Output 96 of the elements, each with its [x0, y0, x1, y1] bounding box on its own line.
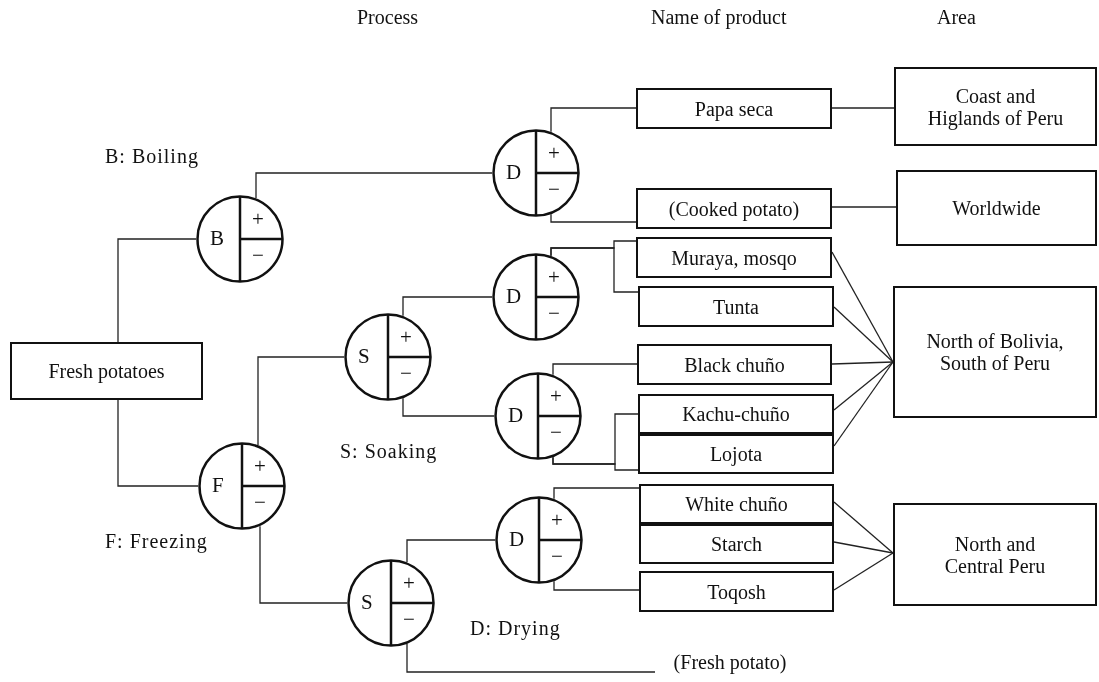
product-box — [638, 394, 834, 434]
connector-line — [117, 399, 199, 487]
column-heading: Process — [357, 6, 419, 29]
area-box — [893, 286, 1097, 418]
minus-sign: − — [403, 609, 415, 630]
plus-sign: + — [550, 386, 562, 407]
product-box — [636, 188, 832, 229]
process-circle — [495, 496, 583, 584]
column-heading: Area — [937, 6, 976, 29]
connector-line — [117, 238, 197, 343]
minus-sign: − — [550, 422, 562, 443]
connector-line — [833, 361, 894, 447]
connector-line — [257, 356, 345, 446]
connector-line — [831, 107, 895, 109]
product-box — [636, 88, 832, 129]
minus-sign: − — [548, 179, 560, 200]
minus-sign: − — [254, 492, 266, 513]
process-key: D: Drying — [470, 617, 561, 640]
minus-sign: − — [252, 245, 264, 266]
column-heading: Name of product — [651, 6, 787, 29]
process-circle — [492, 253, 580, 341]
node-text: Tunta — [713, 295, 759, 318]
process-key: B: Boiling — [105, 145, 199, 168]
plus-sign: + — [254, 456, 266, 477]
product-box — [639, 571, 834, 612]
connector-line — [831, 251, 894, 363]
process-key: S: Soaking — [340, 440, 438, 463]
connector-line — [833, 501, 894, 554]
process-letter: D — [506, 162, 522, 183]
plus-sign: + — [403, 573, 415, 594]
connector-line — [833, 306, 894, 363]
node-text: Worldwide — [952, 197, 1041, 219]
node-text: North and Central Peru — [943, 532, 1047, 577]
connector-line — [406, 539, 496, 563]
node-text: North of Bolivia, South of Peru — [925, 330, 1065, 374]
product-box — [638, 286, 834, 327]
node-text: (Fresh potato) — [673, 651, 787, 673]
node-text: (Cooked potato) — [668, 197, 800, 220]
plus-sign: + — [400, 327, 412, 348]
connector-line — [550, 247, 639, 293]
process-letter: F — [212, 475, 224, 496]
plus-sign: + — [548, 267, 560, 288]
connector-line — [402, 397, 495, 417]
node-text: White chuño — [685, 493, 788, 515]
node-text: Starch — [710, 533, 763, 555]
connector-line — [833, 541, 894, 554]
plus-sign: + — [551, 510, 563, 531]
node-text: Lojota — [709, 443, 763, 465]
node-text: Black chuño — [684, 353, 785, 376]
product-box — [638, 434, 834, 474]
process-letter: B — [210, 228, 224, 249]
connector-line — [553, 580, 640, 591]
connector-line — [831, 361, 894, 365]
node-text: Fresh potatoes — [48, 360, 165, 382]
area-box — [894, 67, 1097, 146]
node-text: Toqosh — [707, 580, 766, 603]
connector-line — [833, 361, 894, 411]
connector-line — [831, 206, 897, 208]
connector-line — [553, 487, 640, 500]
connector-line — [550, 213, 637, 223]
node-text: Papa seca — [694, 97, 774, 120]
node-text: Coast and Higlands of Peru — [926, 84, 1065, 129]
connector-line — [259, 525, 348, 604]
connector-line — [552, 456, 639, 471]
minus-sign: − — [551, 546, 563, 567]
minus-sign: − — [548, 303, 560, 324]
area-box — [896, 170, 1097, 246]
process-letter: D — [508, 405, 524, 426]
process-circle — [344, 313, 432, 401]
process-letter: D — [506, 286, 522, 307]
plus-sign: + — [252, 209, 264, 230]
connector-line — [406, 643, 656, 673]
product-box — [639, 484, 834, 524]
process-circle — [494, 372, 582, 460]
source-box — [10, 342, 203, 400]
process-letter: D — [509, 529, 525, 550]
plus-sign: + — [548, 143, 560, 164]
process-circle — [198, 442, 286, 530]
connector-line — [833, 552, 894, 591]
node-text: Muraya, mosqo — [671, 246, 797, 269]
connector-line — [402, 296, 493, 317]
connector-line — [550, 107, 637, 133]
minus-sign: − — [400, 363, 412, 384]
area-box — [893, 503, 1097, 606]
node-text: Kachu-chuño — [682, 403, 790, 425]
product-box — [639, 524, 834, 564]
product-box — [637, 344, 832, 385]
connector-line — [552, 363, 638, 376]
process-letter: S — [361, 592, 373, 613]
connector-line — [255, 172, 493, 199]
process-letter: S — [358, 346, 370, 367]
process-key: F: Freezing — [105, 530, 208, 553]
process-circle — [196, 195, 284, 283]
process-circle — [492, 129, 580, 217]
process-circle — [347, 559, 435, 647]
product-box — [636, 237, 832, 278]
